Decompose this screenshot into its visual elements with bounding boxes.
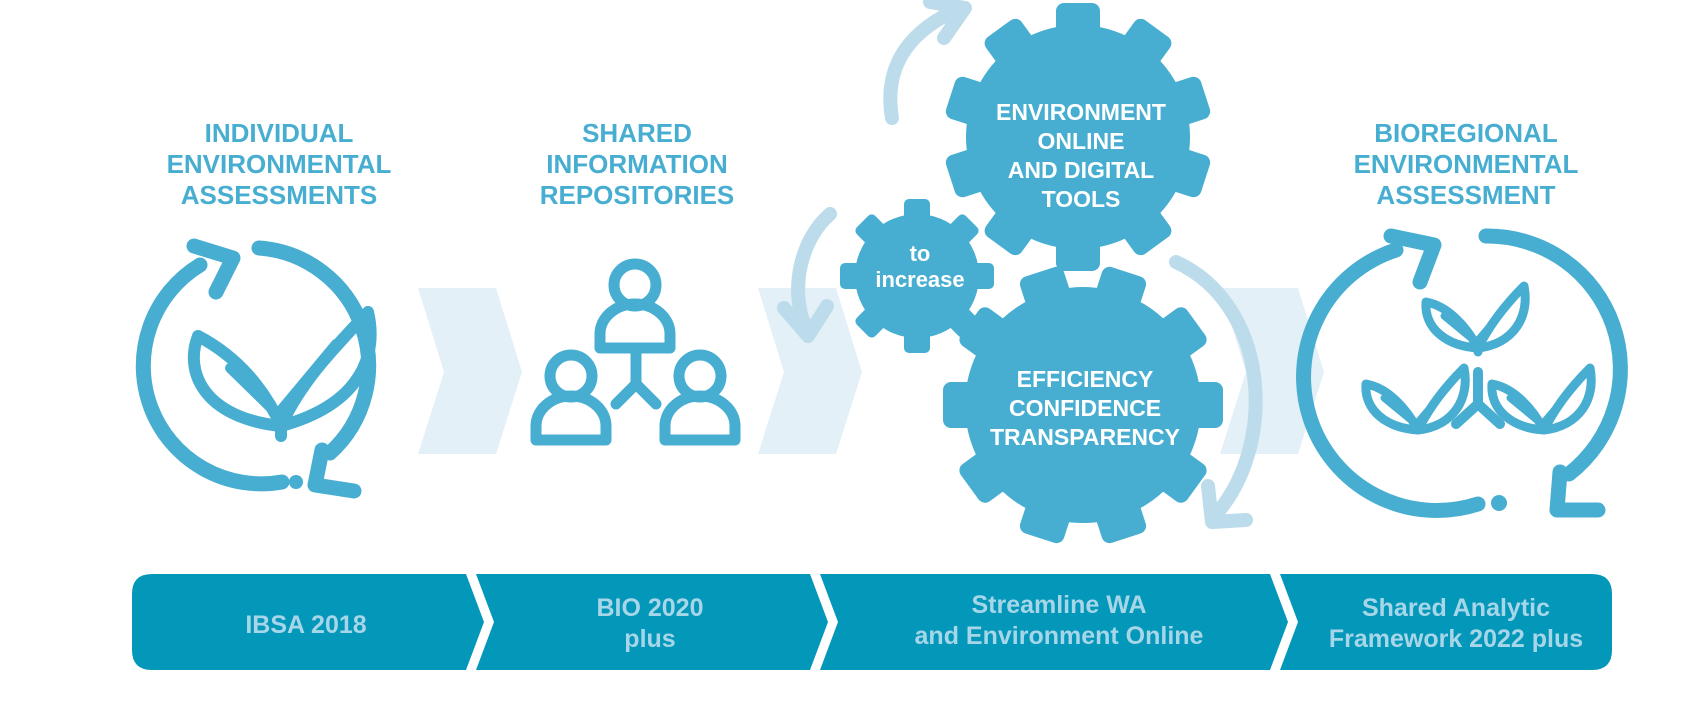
timeline-segment-2	[476, 574, 828, 670]
gear-bottom	[943, 266, 1223, 544]
stage-heading-text: ASSESSMENT	[1376, 180, 1555, 210]
arrow-right-head	[1201, 479, 1253, 529]
chevron-1	[418, 288, 522, 454]
stage-heading-text: SHARED	[582, 118, 692, 148]
gear-small-text: increase	[875, 267, 964, 292]
gear-top-text: ONLINE	[1038, 128, 1125, 154]
arrow-top-head	[923, 0, 972, 45]
timeline-segment-3	[820, 574, 1288, 670]
timeline-label: and Environment Online	[915, 622, 1204, 650]
people-network-icon	[530, 258, 741, 446]
labels: INDIVIDUALENVIRONMENTALASSESSMENTSSHARED…	[167, 99, 1584, 653]
arrow-top-curve	[883, 5, 959, 125]
chevron-2	[758, 288, 862, 454]
timeline-label: Framework 2022 plus	[1329, 625, 1583, 653]
gear-bottom-text: EFFICIENCY	[1017, 366, 1154, 392]
stage-heading-text: INFORMATION	[546, 149, 728, 179]
arrow-left-head	[777, 299, 834, 343]
timeline-label: Streamline WA	[971, 591, 1146, 619]
stage-heading-text: ASSESSMENTS	[181, 180, 378, 210]
stage-heading-text: ENVIRONMENTAL	[167, 149, 392, 179]
stage-heading-text: REPOSITORIES	[540, 180, 735, 210]
gear-bottom-text: CONFIDENCE	[1009, 395, 1161, 421]
cycle-dot	[1491, 495, 1507, 511]
cycle-sprouts-icon	[1296, 228, 1628, 518]
timeline-label: plus	[624, 625, 675, 653]
timeline-label: IBSA 2018	[245, 611, 366, 639]
timeline-label: BIO 2020	[596, 594, 703, 622]
cycle-dot	[289, 475, 303, 489]
gear-top-text: AND DIGITAL	[1008, 157, 1155, 183]
gear-top-text: ENVIRONMENT	[996, 99, 1166, 125]
gear-top	[945, 3, 1211, 271]
timeline-segment-1	[132, 574, 484, 670]
gear-top-text: TOOLS	[1042, 186, 1121, 212]
stage-heading-text: INDIVIDUAL	[205, 118, 354, 148]
timeline-bar	[132, 574, 1612, 670]
timeline-label: Shared Analytic	[1362, 594, 1550, 622]
rotation-arrows	[777, 0, 1263, 529]
arrow-right-curve	[1169, 255, 1263, 519]
gear-small	[840, 199, 994, 353]
arrow-left-curve	[791, 207, 837, 333]
timeline-segment-4	[1280, 574, 1612, 670]
gear-bottom-text: TRANSPARENCY	[990, 424, 1180, 450]
stage-heading-text: BIOREGIONAL	[1374, 118, 1558, 148]
cycle-leaf-icon	[135, 238, 377, 499]
gears-icon	[840, 3, 1223, 544]
stage-heading-text: ENVIRONMENTAL	[1354, 149, 1579, 179]
gear-small-text: to	[910, 241, 931, 266]
